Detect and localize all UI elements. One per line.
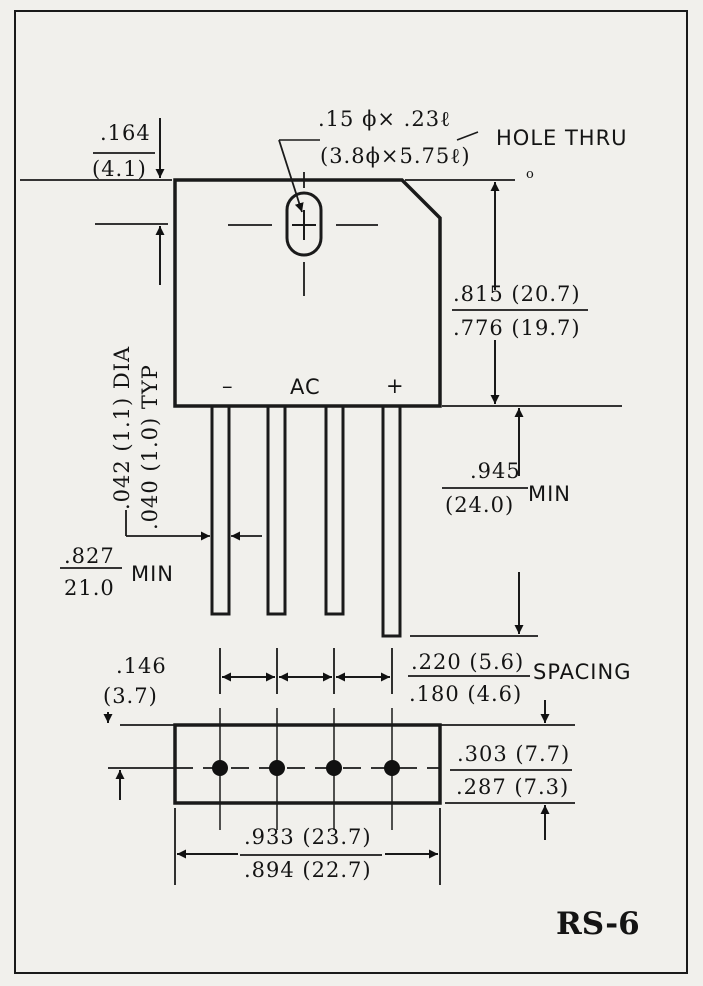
pin-dot-4 — [384, 760, 400, 776]
package-body-outline — [173, 178, 442, 408]
hole-size-mm: (3.8ϕ×5.75ℓ) — [320, 144, 471, 168]
top-offset-inch: .164 — [100, 121, 151, 145]
pin-dot-3 — [326, 760, 342, 776]
lead-length-mm: (24.0) — [445, 493, 515, 517]
lead-min-mm: 21.0 — [64, 576, 115, 600]
pin-dot-2 — [269, 760, 285, 776]
lead-1 — [210, 404, 231, 616]
small-mark: o — [526, 167, 535, 182]
lead-spacing-min: .180 (4.6) — [409, 682, 523, 706]
body-height-min: .776 (19.7) — [453, 316, 581, 340]
lead-4 — [381, 404, 402, 638]
top-offset-mm: (4.1) — [92, 157, 147, 181]
body-height-max: .815 (20.7) — [453, 282, 581, 306]
lead-spacing-max: .220 (5.6) — [411, 650, 525, 674]
hole-size-inch: .15 ϕ× .23ℓ — [318, 107, 452, 131]
lead-length-inch: .945 — [470, 459, 521, 483]
body-thickness-min: .287 (7.3) — [456, 775, 570, 799]
lead-min-inch: .827 — [64, 544, 115, 568]
pin-label-plus: + — [386, 374, 405, 398]
drawing-frame — [14, 10, 688, 974]
lead-3 — [324, 404, 345, 616]
pin-label-minus: – — [222, 374, 234, 398]
body-width-min: .894 (22.7) — [244, 858, 372, 882]
lead-2 — [266, 404, 287, 616]
end-offset-inch: .146 — [116, 654, 167, 678]
mounting-hole — [285, 191, 323, 257]
lead-min-suffix: MIN — [131, 562, 175, 586]
body-width-max: .933 (23.7) — [244, 825, 372, 849]
lead-dia-max: .042 (1.1) DIA — [110, 345, 134, 510]
lead-dia-min: .040 (1.0) TYP — [138, 364, 162, 530]
hole-note: HOLE THRU — [496, 126, 628, 150]
pin-dot-1 — [212, 760, 228, 776]
lead-spacing-suffix: SPACING — [533, 660, 632, 684]
lead-length-suffix: MIN — [528, 482, 572, 506]
end-offset-mm: (3.7) — [103, 684, 158, 708]
pin-label-ac: AC — [290, 375, 321, 399]
package-title: RS-6 — [556, 906, 640, 942]
body-thickness-max: .303 (7.7) — [457, 742, 571, 766]
